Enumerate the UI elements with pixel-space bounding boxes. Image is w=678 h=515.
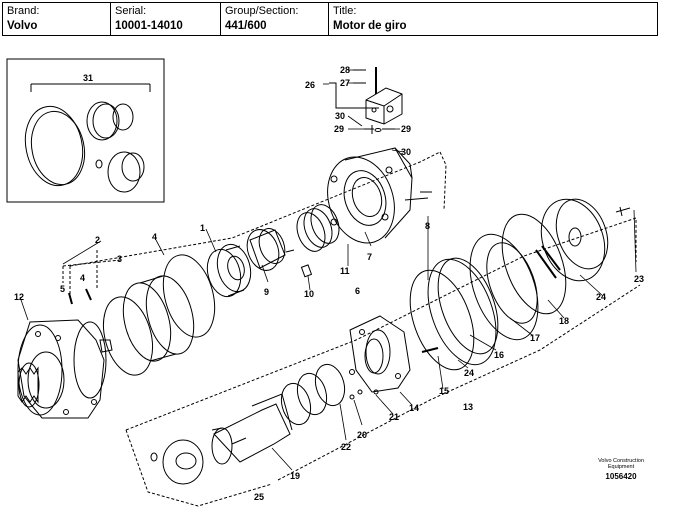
leader-lines bbox=[19, 69, 637, 471]
callout-30-lower: 30 bbox=[401, 147, 411, 157]
group-value: 441/600 bbox=[225, 20, 267, 32]
callout-8: 8 bbox=[425, 221, 430, 231]
callout-27: 27 bbox=[340, 78, 350, 88]
callout-24-lower: 24 bbox=[464, 368, 474, 378]
seal-parts-25 bbox=[150, 439, 204, 485]
callout-16: 16 bbox=[494, 350, 504, 360]
valve-block bbox=[329, 67, 403, 134]
brake-piston bbox=[246, 228, 313, 278]
callout-12: 12 bbox=[14, 292, 24, 302]
callout-18: 18 bbox=[559, 316, 569, 326]
title-label: Title: bbox=[333, 5, 357, 17]
small-parts-4-5 bbox=[62, 250, 121, 305]
serial-value: 10001-14010 bbox=[115, 20, 183, 32]
callout-22: 22 bbox=[341, 442, 351, 452]
motor-housing bbox=[327, 147, 432, 244]
lower-assembly-outline bbox=[125, 217, 641, 507]
brand-cell: Brand: Volvo bbox=[3, 3, 111, 35]
seal-kit-inset bbox=[6, 58, 165, 203]
header-table: Brand: Volvo Serial: 10001-14010 Group/S… bbox=[2, 2, 658, 36]
upper-assembly-outline bbox=[69, 151, 447, 300]
callout-29-left: 29 bbox=[334, 124, 344, 134]
callout-labels: 31 28 26 27 30 29 29 30 1 2 4 3 4 5 8 11… bbox=[14, 65, 644, 502]
callout-29-right: 29 bbox=[401, 124, 411, 134]
callout-10: 10 bbox=[304, 289, 314, 299]
callout-5: 5 bbox=[60, 284, 65, 294]
callout-23: 23 bbox=[634, 274, 644, 284]
callout-19: 19 bbox=[290, 471, 300, 481]
callout-14: 14 bbox=[409, 403, 419, 413]
brand-label: Brand: bbox=[7, 5, 40, 17]
planet-carrier-upper bbox=[535, 198, 631, 282]
callout-4-lower: 4 bbox=[80, 273, 85, 283]
callout-21: 21 bbox=[389, 412, 399, 422]
callout-13: 13 bbox=[463, 402, 473, 412]
callout-24-upper: 24 bbox=[596, 292, 606, 302]
serial-label: Serial: bbox=[115, 5, 147, 17]
callout-2: 2 bbox=[95, 235, 100, 245]
figure-number: 1056420 bbox=[605, 472, 637, 481]
planet-carrier-lower bbox=[349, 315, 439, 393]
output-flange bbox=[17, 319, 113, 419]
callout-11: 11 bbox=[340, 266, 350, 276]
callout-1: 1 bbox=[200, 223, 205, 233]
callout-26: 26 bbox=[305, 80, 315, 90]
callout-20: 20 bbox=[357, 430, 367, 440]
callout-4-upper: 4 bbox=[152, 232, 157, 242]
callout-3: 3 bbox=[117, 254, 122, 264]
serial-cell: Serial: 10001-14010 bbox=[111, 3, 221, 35]
o-rings-11 bbox=[296, 204, 340, 252]
brand-value: Volvo bbox=[7, 20, 38, 32]
callout-6: 6 bbox=[355, 286, 360, 296]
callout-31: 31 bbox=[83, 73, 93, 83]
callout-7: 7 bbox=[367, 252, 372, 262]
callout-9: 9 bbox=[264, 287, 269, 297]
ring-gears bbox=[409, 213, 567, 371]
group-label: Group/Section: bbox=[225, 5, 299, 17]
callout-30-upper: 30 bbox=[335, 111, 345, 121]
caption-text: Volvo Construction Equipment bbox=[598, 458, 644, 470]
drive-shaft bbox=[211, 393, 293, 465]
callout-15: 15 bbox=[439, 386, 449, 396]
group-cell: Group/Section: 441/600 bbox=[221, 3, 329, 35]
title-value: Motor de giro bbox=[333, 20, 407, 32]
title-cell: Title: Motor de giro bbox=[329, 3, 657, 35]
callout-17: 17 bbox=[530, 333, 540, 343]
callout-25: 25 bbox=[254, 492, 264, 502]
thrust-washers bbox=[280, 363, 379, 426]
valve-plate bbox=[102, 254, 216, 376]
cylinder-block bbox=[206, 243, 252, 298]
callout-28: 28 bbox=[340, 65, 350, 75]
